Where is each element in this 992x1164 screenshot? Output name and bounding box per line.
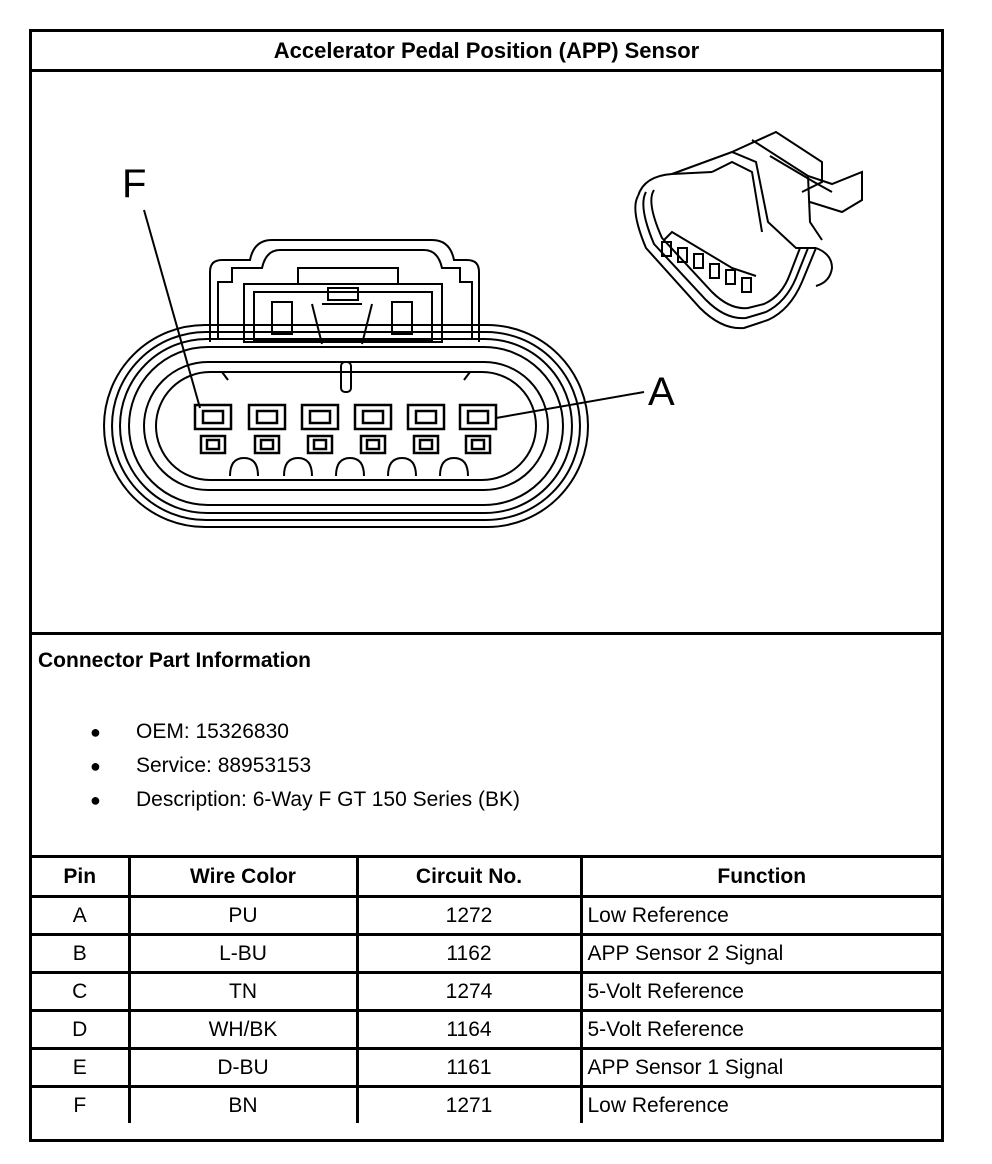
connector-part-info: Connector Part Information ● OEM: 1532683… (32, 635, 941, 855)
header-circuit-no: Circuit No. (355, 855, 583, 898)
table-row: E D-BU 1161 APP Sensor 1 Signal (32, 1047, 941, 1088)
list-item: ● Description: 6-Way F GT 150 Series (BK) (90, 783, 520, 817)
cell-function: 5-Volt Reference (579, 1009, 941, 1050)
cell-function: Low Reference (579, 895, 941, 936)
cell-pin: A (32, 895, 131, 936)
service-part-number: Service: 88953153 (136, 754, 312, 777)
connector-3d-view (634, 130, 863, 330)
sheet-title: Accelerator Pedal Position (APP) Sensor (32, 32, 941, 72)
cell-function: APP Sensor 1 Signal (579, 1047, 941, 1088)
cell-wire-color: WH/BK (127, 1009, 359, 1050)
info-heading: Connector Part Information (38, 649, 312, 672)
header-wire-color: Wire Color (127, 855, 359, 898)
table-header-row: Pin Wire Color Circuit No. Function (32, 855, 941, 898)
cell-pin: D (32, 1009, 131, 1050)
table-row: F BN 1271 Low Reference (32, 1085, 941, 1123)
cell-wire-color: D-BU (127, 1047, 359, 1088)
connector-face-diagram: F A (103, 130, 863, 528)
oem-part-number: OEM: 15326830 (136, 720, 289, 743)
cell-pin: F (32, 1085, 131, 1123)
cell-circuit: 1164 (355, 1009, 583, 1050)
cell-pin: B (32, 933, 131, 974)
bullet-icon: ● (90, 756, 101, 776)
pinout-table: Pin Wire Color Circuit No. Function A PU… (32, 855, 941, 1123)
cell-function: Low Reference (579, 1085, 941, 1123)
table-row: C TN 1274 5-Volt Reference (32, 971, 941, 1012)
cell-wire-color: BN (127, 1085, 359, 1123)
cell-wire-color: PU (127, 895, 359, 936)
cell-function: APP Sensor 2 Signal (579, 933, 941, 974)
bullet-icon: ● (90, 790, 101, 810)
connector-drawing: F A (32, 72, 941, 635)
table-row: D WH/BK 1164 5-Volt Reference (32, 1009, 941, 1050)
pin-a-label: A (648, 370, 675, 414)
cell-pin: E (32, 1047, 131, 1088)
table-row: B L-BU 1162 APP Sensor 2 Signal (32, 933, 941, 974)
header-function: Function (579, 855, 941, 898)
cell-circuit: 1274 (355, 971, 583, 1012)
bullet-icon: ● (90, 722, 101, 742)
cell-circuit: 1161 (355, 1047, 583, 1088)
connector-sheet: Accelerator Pedal Position (APP) Sensor (29, 29, 944, 1142)
list-item: ● OEM: 15326830 (90, 715, 520, 749)
cell-function: 5-Volt Reference (579, 971, 941, 1012)
cell-wire-color: L-BU (127, 933, 359, 974)
cell-circuit: 1271 (355, 1085, 583, 1123)
cell-circuit: 1162 (355, 933, 583, 974)
cell-wire-color: TN (127, 971, 359, 1012)
connector-description: Description: 6-Way F GT 150 Series (BK) (136, 788, 520, 811)
cell-circuit: 1272 (355, 895, 583, 936)
list-item: ● Service: 88953153 (90, 749, 520, 783)
part-info-list: ● OEM: 15326830 ● Service: 88953153 ● Descr… (90, 715, 520, 817)
table-row: A PU 1272 Low Reference (32, 895, 941, 936)
cell-pin: C (32, 971, 131, 1012)
pin-f-label: F (122, 162, 146, 206)
header-pin: Pin (32, 855, 131, 898)
